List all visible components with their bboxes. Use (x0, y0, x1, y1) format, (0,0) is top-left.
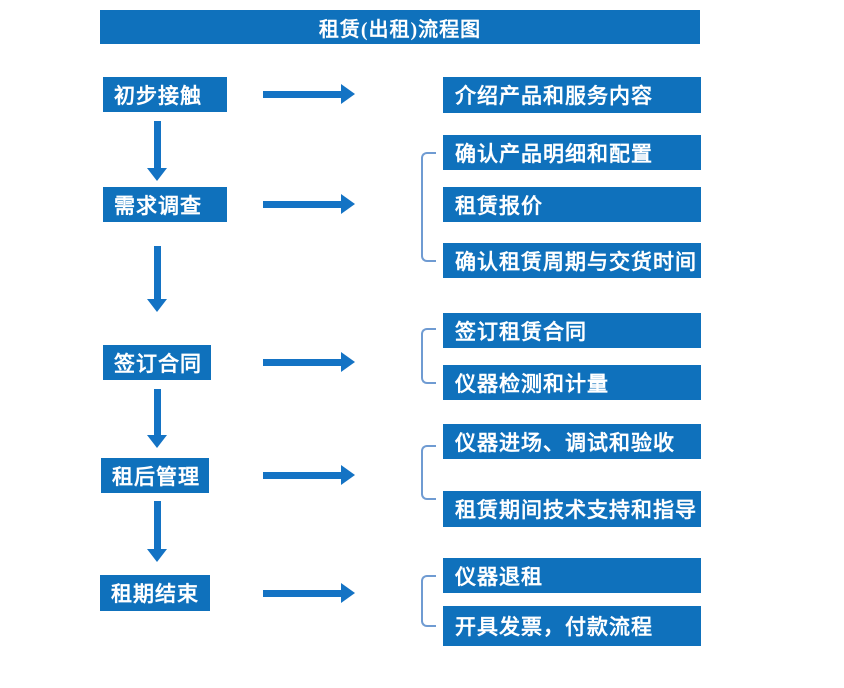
arrow-shaft (153, 501, 161, 549)
group-bracket-post-rental (421, 445, 436, 500)
arrow-head (147, 435, 167, 448)
arrow-head (147, 168, 167, 181)
arrow-head (341, 194, 355, 214)
arrow-shaft (153, 389, 161, 435)
step-box-initial-contact: 初步接触 (103, 77, 227, 112)
arrow-shaft (153, 121, 161, 168)
detail-box-introduce-products: 介绍产品和服务内容 (443, 77, 701, 113)
arrow-shaft (263, 90, 341, 98)
arrow-right-icon-3 (263, 352, 355, 372)
step-box-sign-contract: 签订合同 (103, 345, 211, 380)
detail-box-tech-support: 租赁期间技术支持和指导 (443, 491, 701, 527)
arrow-shaft (153, 246, 161, 299)
arrow-down-icon-3 (147, 389, 167, 448)
arrow-shaft (263, 471, 341, 479)
detail-box-invoice-payment: 开具发票，付款流程 (443, 606, 701, 646)
arrow-head (341, 352, 355, 372)
arrow-head (341, 84, 355, 104)
detail-box-sign-rental-contract: 签订租赁合同 (443, 313, 701, 348)
detail-box-instrument-return: 仪器退租 (443, 558, 701, 593)
arrow-head (341, 583, 355, 603)
arrow-shaft (263, 589, 341, 597)
step-box-post-rental-management: 租后管理 (101, 458, 209, 493)
group-bracket-lease-end (421, 575, 436, 627)
detail-box-instrument-testing: 仪器检测和计量 (443, 365, 701, 400)
arrow-right-icon-5 (263, 583, 355, 603)
detail-box-confirm-product-config: 确认产品明细和配置 (443, 135, 701, 170)
step-box-demand-survey: 需求调查 (103, 187, 227, 222)
arrow-right-icon-4 (263, 465, 355, 485)
detail-box-instrument-setup-acceptance: 仪器进场、调试和验收 (443, 424, 701, 459)
group-bracket-sign-contract (421, 328, 436, 384)
arrow-shaft (263, 358, 341, 366)
flowchart-title: 租赁(出租)流程图 (318, 18, 482, 41)
arrow-right-icon-1 (263, 84, 355, 104)
arrow-shaft (263, 200, 341, 208)
detail-box-rental-quote: 租赁报价 (443, 187, 701, 222)
arrow-down-icon-1 (147, 121, 167, 181)
arrow-right-icon-2 (263, 194, 355, 214)
arrow-down-icon-4 (147, 501, 167, 562)
group-bracket-demand-survey (421, 152, 436, 262)
flowchart-title-bar: 租赁(出租)流程图 (100, 10, 700, 44)
arrow-head (147, 299, 167, 312)
arrow-head (341, 465, 355, 485)
arrow-down-icon-2 (147, 246, 167, 312)
arrow-head (147, 549, 167, 562)
step-box-lease-end: 租期结束 (100, 575, 210, 611)
detail-box-confirm-period-delivery: 确认租赁周期与交货时间 (443, 243, 701, 278)
